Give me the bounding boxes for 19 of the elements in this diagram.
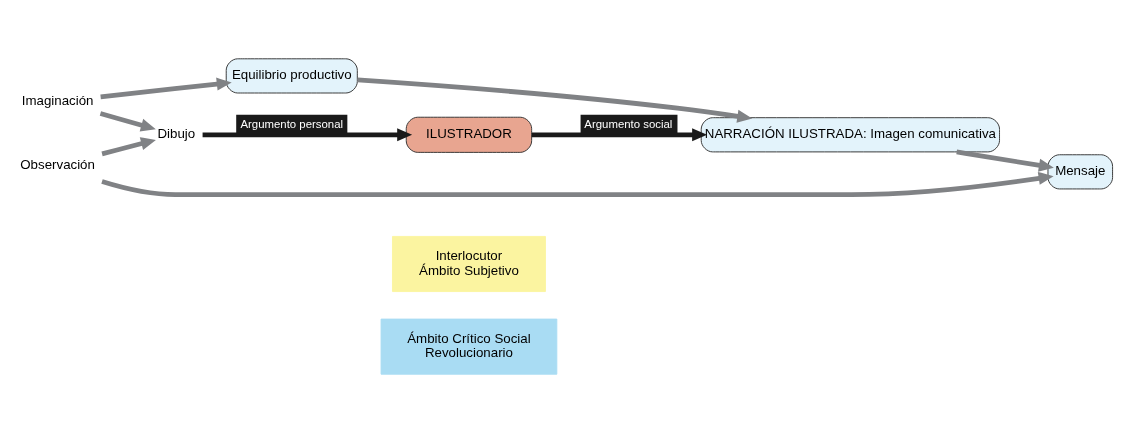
arrow	[956, 149, 1054, 172]
arrow	[101, 137, 156, 157]
arrow	[357, 77, 753, 123]
edge-label: Argumento social	[584, 118, 673, 131]
node-box: Equilibrio productivo	[225, 58, 358, 94]
node-text: Imaginación	[21, 93, 94, 109]
node-box: ILUSTRADOR	[405, 116, 533, 153]
node-text: Observación	[20, 156, 95, 172]
node-text: Dibujo	[157, 126, 196, 142]
arrow	[99, 111, 156, 132]
node-box: Mensaje	[1047, 154, 1114, 190]
node-box: Interlocutor Ámbito Subjetivo	[392, 235, 546, 293]
arrow	[531, 128, 708, 142]
edge-label: Argumento personal	[240, 118, 344, 131]
arrow	[202, 128, 413, 142]
arrow	[100, 77, 232, 100]
node-box: Ámbito Crítico Social Revolucionario	[380, 318, 558, 375]
arrow	[101, 171, 1054, 198]
node-box: NARRACIÓN ILUSTRADA: Imagen comunicativa	[700, 117, 1000, 153]
